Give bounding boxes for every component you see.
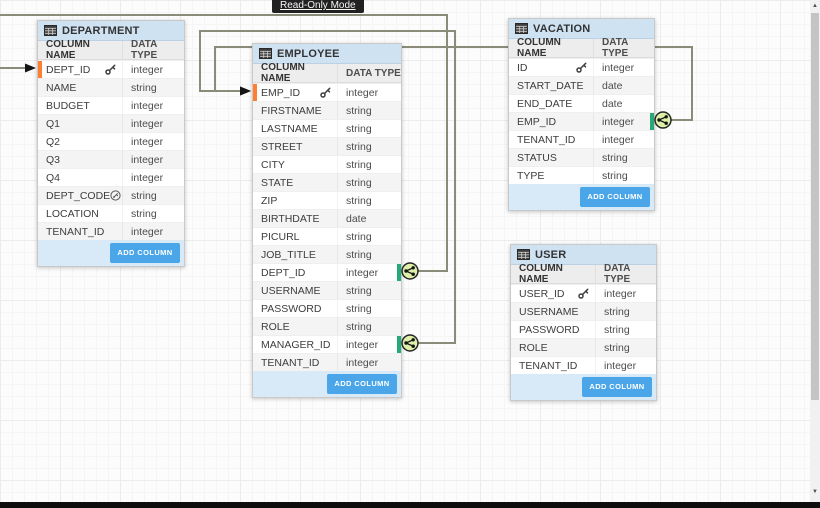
column-row-tenant_id[interactable]: TENANT_ID integer xyxy=(509,130,654,148)
column-name-cell: USER_ID xyxy=(511,285,595,302)
column-name-cell: ROLE xyxy=(511,339,595,356)
column-name: USERNAME xyxy=(519,305,579,318)
add-column-button[interactable]: ADD COLUMN xyxy=(327,374,397,394)
column-name: PASSWORD xyxy=(519,323,580,336)
column-name-cell: TENANT_ID xyxy=(511,357,595,374)
add-column-button[interactable]: ADD COLUMN xyxy=(582,377,652,397)
column-type-cell: integer xyxy=(595,285,656,302)
column-row-tenant_id[interactable]: TENANT_ID integer xyxy=(253,353,401,371)
column-type-cell: string xyxy=(595,303,656,320)
column-type-cell: integer xyxy=(595,357,656,374)
column-name-cell: TYPE xyxy=(509,167,593,184)
column-name: USER_ID xyxy=(519,287,565,300)
column-row-user_id[interactable]: USER_ID integer xyxy=(511,284,656,302)
data-type-header: DATA TYPE xyxy=(595,263,656,285)
table-footer: ADD COLUMN xyxy=(511,374,656,400)
column-type-cell: integer xyxy=(593,131,654,148)
column-name: TENANT_ID xyxy=(261,356,320,369)
column-name-cell: TENANT_ID xyxy=(509,131,593,148)
scroll-up-arrow-icon[interactable]: ▲ xyxy=(812,3,818,9)
arrow-head-icon xyxy=(25,63,36,73)
crow-foot-connector-icon[interactable] xyxy=(401,334,419,352)
arrow-head-icon xyxy=(240,86,251,96)
column-name: TENANT_ID xyxy=(517,133,576,146)
table-grid-icon xyxy=(517,249,530,260)
column-row-tenant_id[interactable]: TENANT_ID integer xyxy=(511,356,656,374)
table-header[interactable]: USER xyxy=(511,245,656,265)
table-title: VACATION xyxy=(533,22,591,35)
vertical-scrollbar-thumb[interactable] xyxy=(811,13,819,400)
column-row-role[interactable]: ROLE string xyxy=(511,338,656,356)
table-footer: ADD COLUMN xyxy=(253,371,401,397)
column-name: STATUS xyxy=(517,151,557,164)
column-name-cell: TENANT_ID xyxy=(253,354,337,371)
fk-highlight-bar xyxy=(397,336,401,353)
column-name: ROLE xyxy=(519,341,548,354)
table-title: USER xyxy=(535,248,567,261)
column-type-cell: integer xyxy=(337,354,401,371)
scroll-down-arrow-icon[interactable]: ▼ xyxy=(812,489,818,495)
vertical-scrollbar[interactable]: ▲ ▼ xyxy=(810,0,820,502)
column-type-cell: string xyxy=(595,339,656,356)
column-name: TENANT_ID xyxy=(519,359,578,372)
column-name-header: COLUMN NAME xyxy=(519,263,563,285)
column-row-username[interactable]: USERNAME string xyxy=(511,302,656,320)
column-row-password[interactable]: PASSWORD string xyxy=(511,320,656,338)
column-row-type[interactable]: TYPE string xyxy=(509,166,654,184)
crow-foot-connector-icon[interactable] xyxy=(401,262,419,280)
primary-key-icon xyxy=(578,288,589,299)
crow-foot-connector-icon[interactable] xyxy=(654,111,672,129)
column-name: TYPE xyxy=(517,169,545,182)
add-column-button[interactable]: ADD COLUMN xyxy=(580,187,650,207)
table-grid-icon xyxy=(515,23,528,34)
table-header[interactable]: VACATION xyxy=(509,19,654,39)
bottom-window-edge xyxy=(0,502,820,508)
table-subheader: COLUMN NAME DATA TYPE xyxy=(511,263,656,285)
column-type-cell: string xyxy=(593,167,654,184)
column-row-status[interactable]: STATUS string xyxy=(509,148,654,166)
fk-highlight-bar xyxy=(650,113,654,130)
table-footer: ADD COLUMN xyxy=(509,184,654,210)
column-type-cell: string xyxy=(595,321,656,338)
read-only-mode-badge[interactable]: Read-Only Mode xyxy=(272,0,364,13)
column-name-cell: PASSWORD xyxy=(511,321,595,338)
column-name-cell: STATUS xyxy=(509,149,593,166)
column-name-cell: USERNAME xyxy=(511,303,595,320)
column-type-cell: string xyxy=(593,149,654,166)
